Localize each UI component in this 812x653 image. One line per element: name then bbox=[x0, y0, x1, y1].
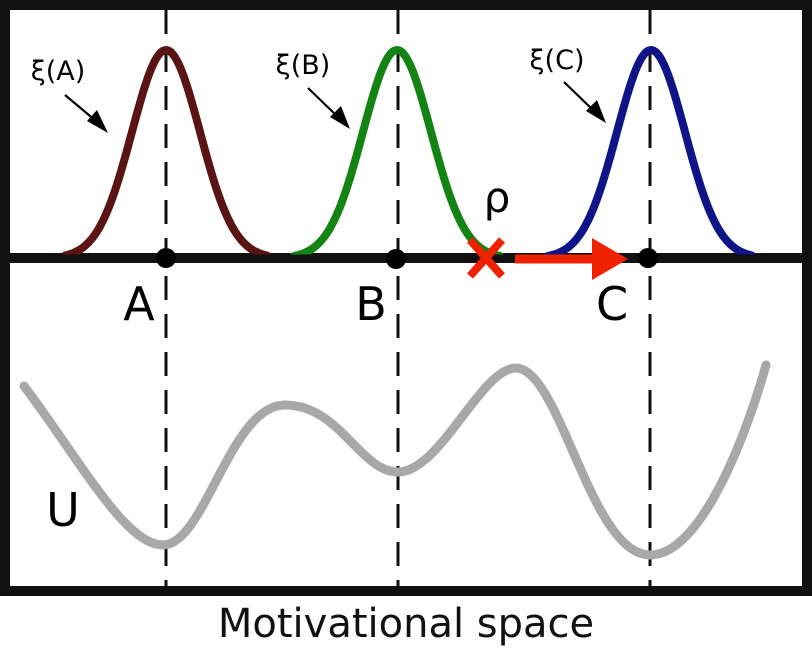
axis-caption: Motivational space bbox=[217, 601, 595, 647]
potential-curve bbox=[19, 360, 771, 560]
curve-label-b: ξ(B) bbox=[276, 50, 331, 81]
gaussian-curve-b bbox=[290, 46, 504, 260]
point-label-a: A bbox=[123, 277, 155, 331]
gaussian-curve-c bbox=[544, 46, 756, 260]
potential-label: U bbox=[46, 483, 80, 537]
point-c-dot bbox=[638, 248, 658, 268]
pointer-arrow-a bbox=[64, 94, 108, 133]
rho-label: ρ bbox=[484, 173, 511, 222]
curve-label-a: ξ(A) bbox=[31, 56, 86, 87]
x-mark-icon bbox=[467, 237, 505, 279]
gaussian-curve-a bbox=[61, 46, 271, 260]
point-b-dot bbox=[386, 249, 406, 269]
curve-label-c: ξ(C) bbox=[530, 45, 585, 76]
point-a-dot bbox=[156, 248, 176, 268]
pointer-arrow-b bbox=[307, 87, 350, 129]
arrow-head bbox=[592, 238, 628, 280]
pointer-arrow-c bbox=[563, 81, 606, 123]
point-label-c: C bbox=[596, 277, 628, 331]
point-label-b: B bbox=[355, 277, 387, 331]
